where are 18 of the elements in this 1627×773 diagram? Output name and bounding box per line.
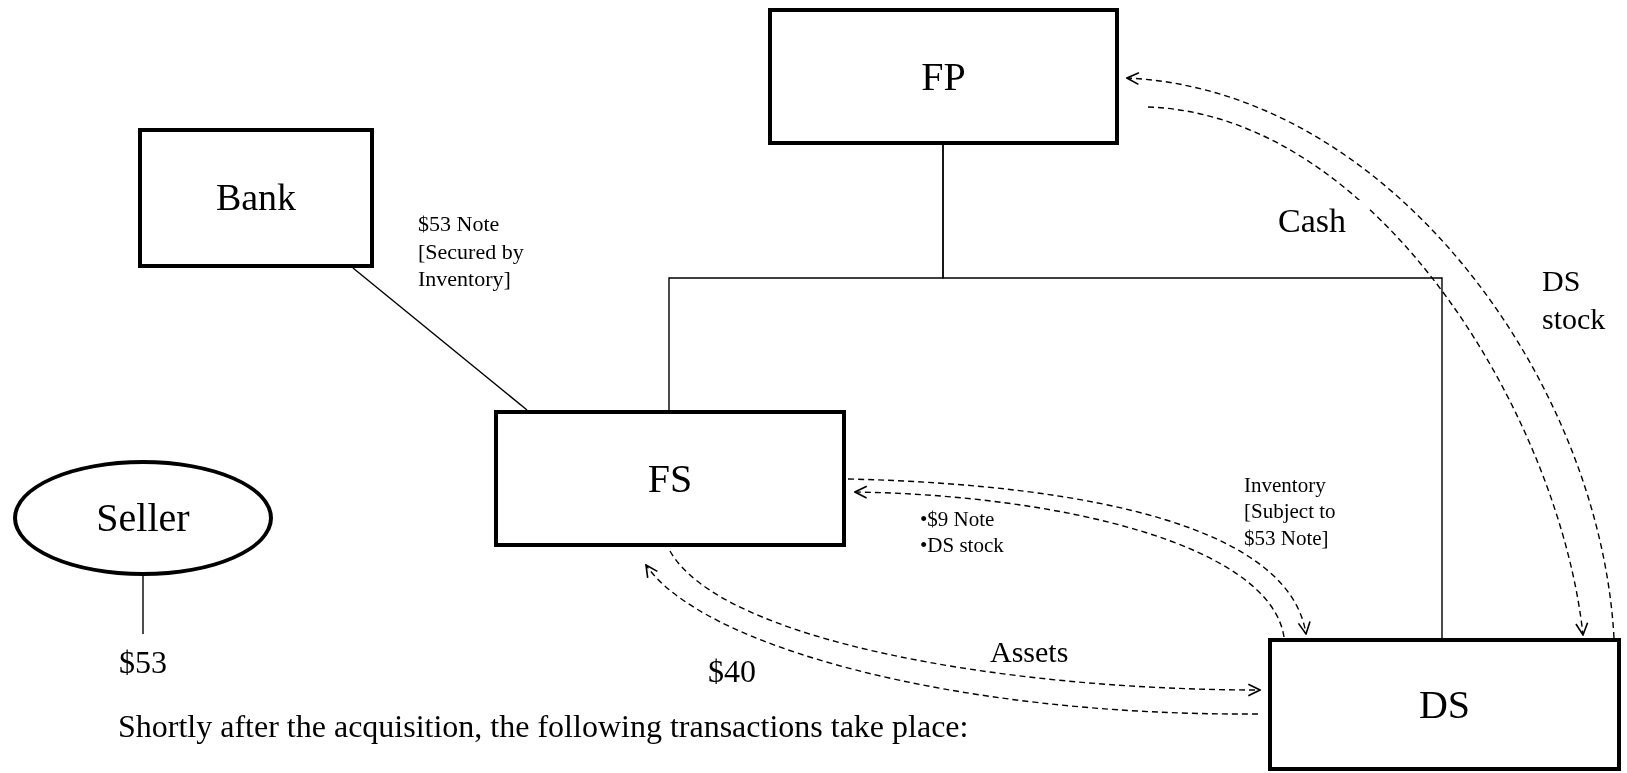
node-label: FS xyxy=(647,454,693,503)
entity-box xyxy=(138,128,374,268)
entity-box xyxy=(1268,638,1621,771)
entity-box xyxy=(768,8,1119,145)
dashed-arrow xyxy=(1126,72,1615,639)
node-label: FP xyxy=(921,52,966,101)
dashed-arrow xyxy=(1147,106,1588,636)
node-label: Bank xyxy=(215,175,297,221)
dashed-arrow xyxy=(669,550,1261,697)
connector-line xyxy=(942,144,1443,639)
dashed-arrow xyxy=(645,564,1259,715)
amount-text: $53 xyxy=(100,640,186,684)
connector-line xyxy=(352,267,528,411)
node-label: DS xyxy=(1418,680,1471,729)
entity-box xyxy=(494,410,846,547)
connector-line xyxy=(142,575,144,635)
node-label: Seller xyxy=(96,494,190,542)
note-text: Shortly after the acquisition, the following transactions take place: xyxy=(118,707,969,746)
